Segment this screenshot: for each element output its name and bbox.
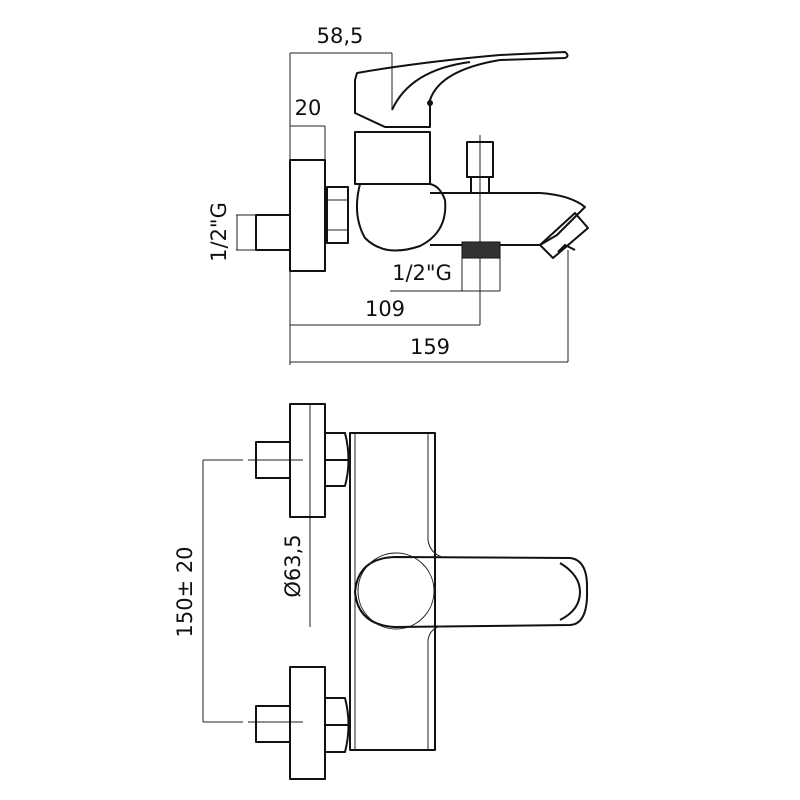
dim-plate-thickness: 20 xyxy=(295,96,322,120)
inlet-pipe xyxy=(255,214,291,251)
hex-nut xyxy=(326,186,349,244)
threaded-outlet xyxy=(461,241,501,259)
dimension-lines-front xyxy=(202,404,311,723)
dimension-lines-side xyxy=(236,52,569,365)
inlet-pipe-top xyxy=(255,441,291,479)
cartridge-body xyxy=(354,131,431,185)
inlet-pipe-bottom xyxy=(255,705,291,743)
dim-outlet-thread: 1/2"G xyxy=(392,261,452,285)
hex-nut-top xyxy=(324,432,350,487)
dim-inlet-thread: 1/2"G xyxy=(207,202,231,262)
front-view: 150± 20 Ø63,5 xyxy=(173,403,589,780)
mixer-body-front xyxy=(349,432,436,751)
dim-handle-reach: 58,5 xyxy=(317,24,364,48)
diverter-knob xyxy=(466,141,494,194)
dim-plate-diameter: Ø63,5 xyxy=(281,534,305,597)
wall-plate-bottom xyxy=(289,666,326,780)
hex-nut-bottom xyxy=(324,697,350,753)
wall-plate xyxy=(289,159,326,272)
lever-handle xyxy=(354,51,569,128)
lever-handle-front xyxy=(354,556,589,628)
cartridge-cap xyxy=(357,552,435,630)
spout-outlet-head xyxy=(539,212,589,259)
handle-screw xyxy=(427,100,433,106)
side-view: 58,5 20 1/2"G 1/2"G 109 159 xyxy=(207,24,589,365)
dim-inlet-spacing: 150± 20 xyxy=(173,546,197,637)
dim-total-depth: 159 xyxy=(410,335,450,359)
mixer-body xyxy=(355,183,447,252)
dim-outlet-position: 109 xyxy=(365,297,405,321)
spout xyxy=(430,192,586,246)
